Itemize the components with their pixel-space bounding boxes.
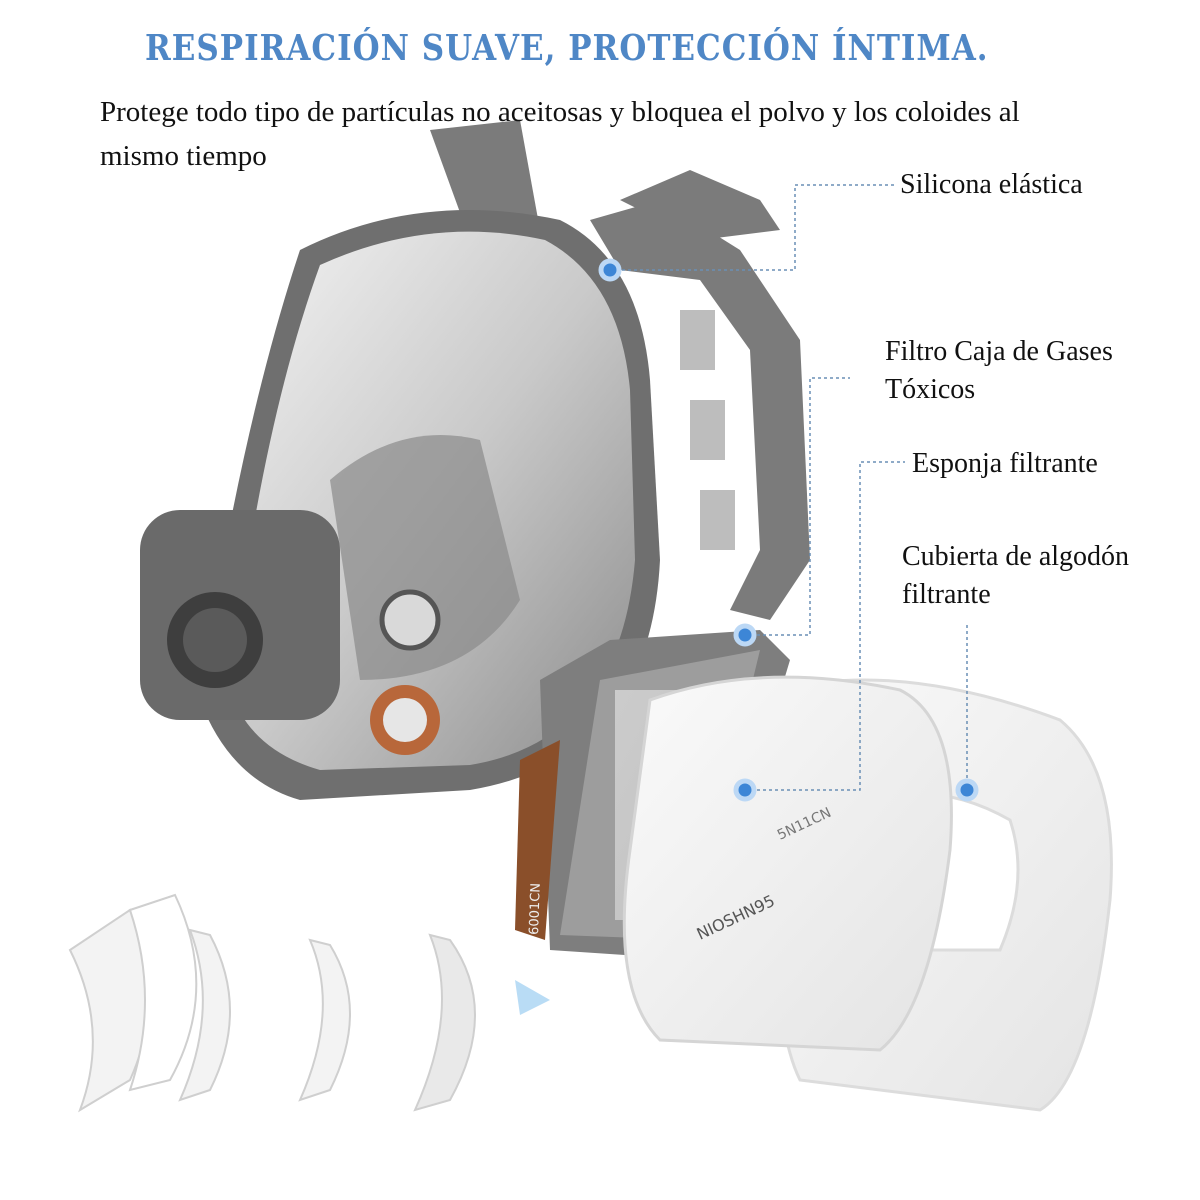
callout-lines <box>610 184 968 791</box>
head-strap <box>430 120 810 620</box>
callout-dot-icon <box>598 258 979 802</box>
headline: RESPIRACIÓN SUAVE, PROTECCIÓN ÍNTIMA. <box>145 28 989 70</box>
callout-filtro-gases: Filtro Caja de Gases Tóxicos <box>885 336 1113 405</box>
cartridge-marking: 6001CN <box>527 883 544 935</box>
inner-nose-cup <box>330 435 520 680</box>
callout-esponja: Esponja filtrante <box>912 448 1098 479</box>
filter-sponge <box>622 675 953 1052</box>
filtration-layers <box>68 893 476 1113</box>
description: Protege todo tipo de partículas no aceit… <box>100 96 1020 172</box>
callout-cubierta: Cubierta de algodón filtrante <box>902 541 1130 610</box>
callout-silicona: Silicona elástica <box>900 169 1083 200</box>
airflow-arrow-icon <box>515 980 550 1015</box>
